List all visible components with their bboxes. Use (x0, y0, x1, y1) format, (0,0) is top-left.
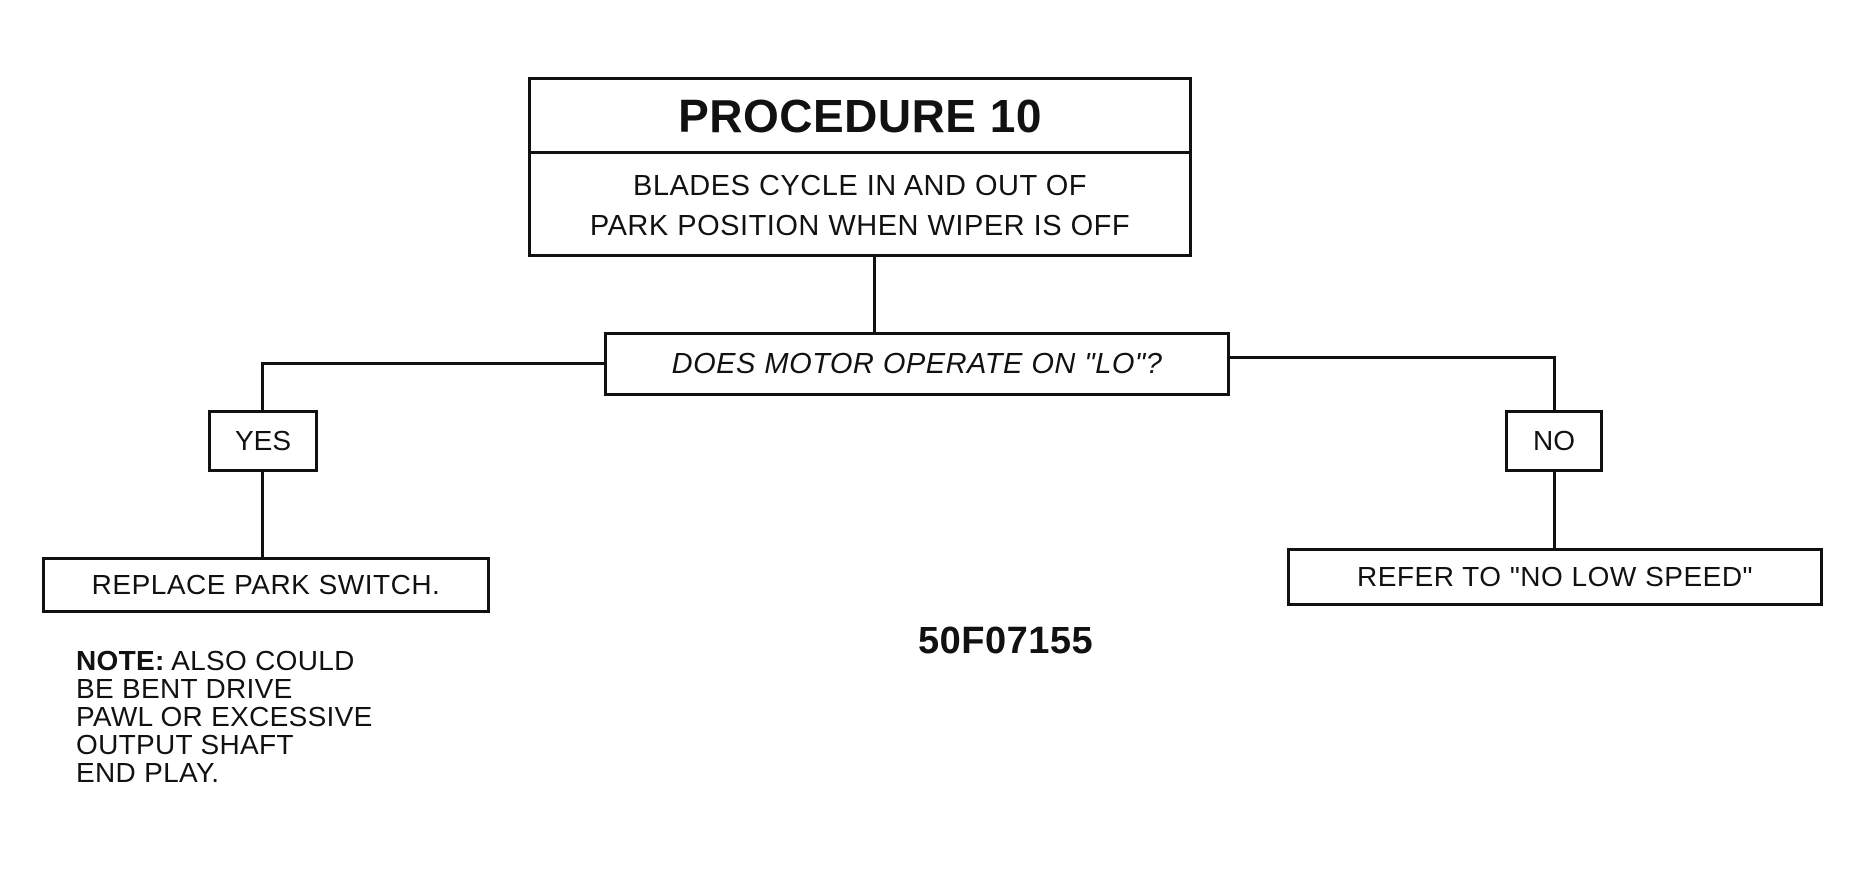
yes-branch-label: YES (234, 425, 292, 456)
procedure-subtitle: BLADES CYCLE IN AND OUT OF PARK POSITION… (531, 154, 1189, 257)
no-branch-box: NO (1505, 410, 1603, 472)
connector-no-to-result (1553, 472, 1556, 548)
procedure-title-block: PROCEDURE 10 BLADES CYCLE IN AND OUT OF … (528, 77, 1192, 257)
note-line-4: OUTPUT SHAFT (76, 729, 294, 760)
yes-branch-box: YES (208, 410, 318, 472)
note-label: NOTE: (76, 645, 165, 676)
no-branch-label: NO (1533, 425, 1575, 456)
connector-right-down-to-no (1553, 356, 1556, 410)
connector-question-to-left (261, 362, 604, 365)
note-block: NOTE: ALSO COULD BE BENT DRIVE PAWL OR E… (76, 647, 373, 787)
yes-action-text: REPLACE PARK SWITCH. (91, 569, 441, 600)
note-line-2: BE BENT DRIVE (76, 673, 293, 704)
note-line-5: END PLAY. (76, 757, 220, 788)
note-line-3: PAWL OR EXCESSIVE (76, 701, 373, 732)
figure-id: 50F07155 (918, 620, 1094, 662)
procedure-subtitle-line-2: PARK POSITION WHEN WIPER IS OFF (589, 209, 1131, 242)
connector-left-down-to-yes (261, 362, 264, 410)
decision-question-box: DOES MOTOR OPERATE ON "LO"? (604, 332, 1230, 396)
connector-question-to-right (1230, 356, 1556, 359)
connector-yes-to-result (261, 472, 264, 557)
yes-action-box: REPLACE PARK SWITCH. (42, 557, 490, 613)
note-text-1: ALSO COULD (171, 645, 355, 676)
decision-question-text: DOES MOTOR OPERATE ON "LO"? (671, 347, 1163, 380)
procedure-title: PROCEDURE 10 (531, 80, 1189, 154)
no-action-text: REFER TO "NO LOW SPEED" (1357, 561, 1753, 592)
note-line-1: NOTE: ALSO COULD (76, 647, 373, 675)
no-action-box: REFER TO "NO LOW SPEED" (1287, 548, 1823, 606)
connector-title-to-question (873, 257, 876, 332)
procedure-subtitle-line-1: BLADES CYCLE IN AND OUT OF (632, 169, 1088, 202)
